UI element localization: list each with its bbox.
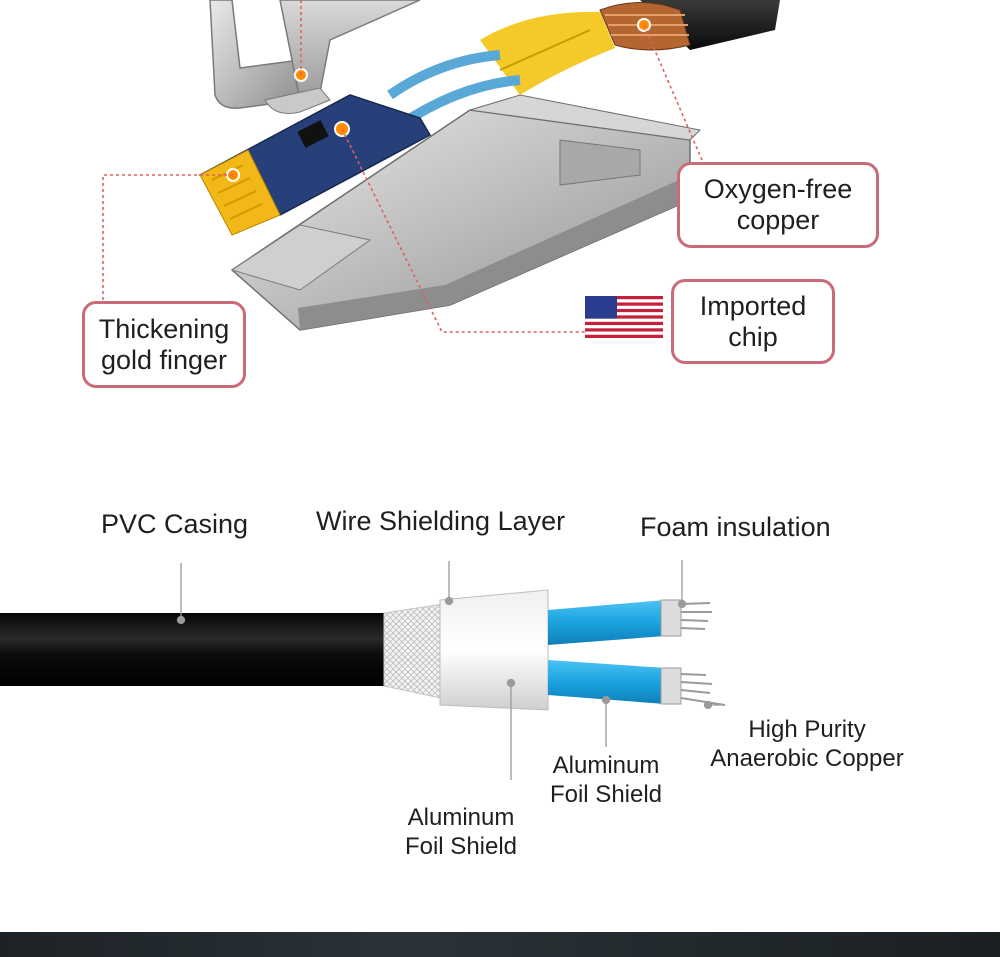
us-flag-icon (585, 296, 663, 338)
leader-lines (102, 0, 703, 333)
callout-text-line-1: Thickening (98, 313, 230, 344)
cable-structure-diagram (0, 560, 726, 780)
pvc-jacket (0, 613, 388, 686)
blue-wire-upper (548, 600, 665, 645)
label-line-2: Foil Shield (404, 833, 518, 860)
label-high-purity-copper: High Purity Anaerobic Copper (694, 715, 920, 773)
label-line-1: High Purity (748, 716, 866, 743)
sfp-module-exploded-view (102, 0, 780, 338)
footer-dark-band (0, 932, 1000, 957)
cable-end-top (387, 0, 780, 130)
pointer-lines (176, 560, 725, 780)
label-line-1: Aluminum (552, 752, 660, 779)
label-line-2: Foil Shield (549, 781, 663, 808)
label-foam-insulation: Foam insulation (640, 512, 831, 542)
callout-text-line-1: Oxygen-free (703, 174, 853, 204)
callout-imported-chip: Imported chip (671, 279, 835, 364)
callout-text-line-2: gold finger (100, 344, 228, 375)
copper-conductors (680, 602, 726, 706)
callout-text-line-2: chip (728, 321, 778, 352)
pull-latch (209, 0, 421, 114)
label-line-1: Aluminum (407, 804, 515, 831)
callout-text-line-2: copper (736, 205, 820, 235)
label-line-2: Anaerobic Copper (710, 745, 904, 772)
aluminum-foil-outer (439, 589, 549, 711)
callout-oxygen-free-copper: Oxygen-free copper (677, 162, 879, 248)
label-wire-shielding-layer: Wire Shielding Layer (316, 506, 566, 536)
label-aluminum-foil-shield-inner: Aluminum Foil Shield (538, 751, 674, 809)
label-aluminum-foil-shield-outer: Aluminum Foil Shield (393, 803, 529, 861)
callout-text-line-1: Imported (699, 290, 807, 321)
blue-wire-lower (548, 660, 665, 704)
callout-thickening-gold-finger: Thickening gold finger (82, 301, 246, 388)
label-pvc-casing: PVC Casing (101, 509, 249, 539)
